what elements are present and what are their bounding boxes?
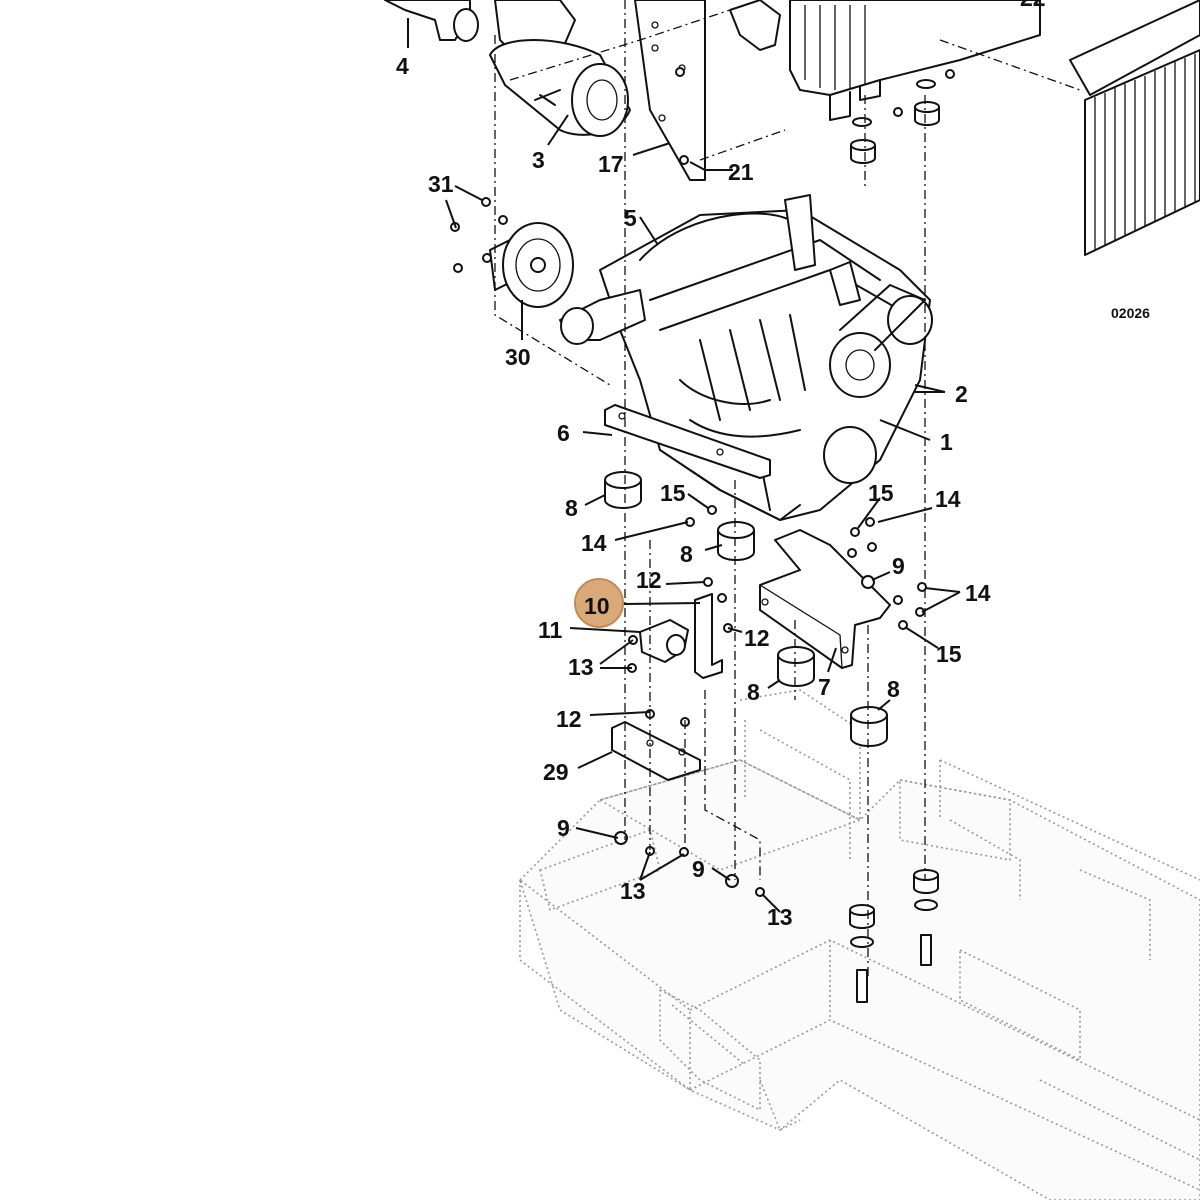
callout-2: 2 xyxy=(955,381,968,407)
callout-6: 6 xyxy=(557,420,570,446)
air-cleaner xyxy=(489,0,631,137)
callout-21: 21 xyxy=(728,159,754,185)
callout-8: 8 xyxy=(565,495,578,521)
callout-1: 1 xyxy=(940,429,953,455)
intake-hose xyxy=(384,0,479,42)
callout-13: 13 xyxy=(620,878,646,904)
frame-isolator xyxy=(849,869,939,1003)
callout-7: 7 xyxy=(818,674,831,700)
radiator-screen xyxy=(1069,0,1200,256)
leader-lines xyxy=(407,18,961,913)
callout-15: 15 xyxy=(868,480,894,506)
callout-9: 9 xyxy=(557,815,570,841)
radiator xyxy=(789,0,1041,121)
callout-14: 14 xyxy=(935,486,961,512)
callout-15: 15 xyxy=(660,480,686,506)
callout-9: 9 xyxy=(892,553,905,579)
callout-15: 15 xyxy=(936,641,962,667)
fan-adapter xyxy=(489,222,574,308)
callout-29: 29 xyxy=(543,759,569,785)
callout-8: 8 xyxy=(887,676,900,702)
isolator xyxy=(717,521,755,561)
highlight-marker[interactable] xyxy=(574,578,624,628)
callout-8: 8 xyxy=(747,679,760,705)
radiator-hose xyxy=(729,0,781,51)
callout-5: 5 xyxy=(624,205,637,231)
radiator-isolator xyxy=(850,79,940,164)
callout-3: 3 xyxy=(532,147,545,173)
callout-9: 9 xyxy=(692,856,705,882)
callout-30: 30 xyxy=(505,344,531,370)
callout-31: 31 xyxy=(428,171,454,197)
callout-12: 12 xyxy=(636,567,662,593)
assembly-centerlines xyxy=(494,0,1081,980)
callout-8: 8 xyxy=(680,541,693,567)
hardware xyxy=(450,67,955,897)
callout-17: 17 xyxy=(598,151,624,177)
callout-14: 14 xyxy=(581,530,607,556)
callout-11: 11 xyxy=(538,617,563,643)
callout-14: 14 xyxy=(965,580,991,606)
callout-22: 22 xyxy=(1020,0,1046,11)
drawing-number: 02026 xyxy=(1111,305,1150,321)
callout-labels: 1 2 3 4 5 6 7 8 8 8 8 9 9 9 10 11 12 12 … xyxy=(396,0,1150,930)
sensor-bracket xyxy=(694,593,723,679)
isolator xyxy=(604,471,642,509)
isolator xyxy=(777,646,815,687)
engine-rail xyxy=(604,404,771,479)
callout-12: 12 xyxy=(556,706,582,732)
engine-mount-plate xyxy=(759,529,891,669)
callout-13: 13 xyxy=(568,654,594,680)
callout-12: 12 xyxy=(744,625,770,651)
callout-13: 13 xyxy=(767,904,793,930)
callout-4: 4 xyxy=(396,53,409,79)
sensor-switch xyxy=(639,619,689,663)
callout-10[interactable]: 10 xyxy=(584,593,610,619)
isolator xyxy=(850,706,888,747)
engine-mount-bracket-17 xyxy=(634,0,706,181)
